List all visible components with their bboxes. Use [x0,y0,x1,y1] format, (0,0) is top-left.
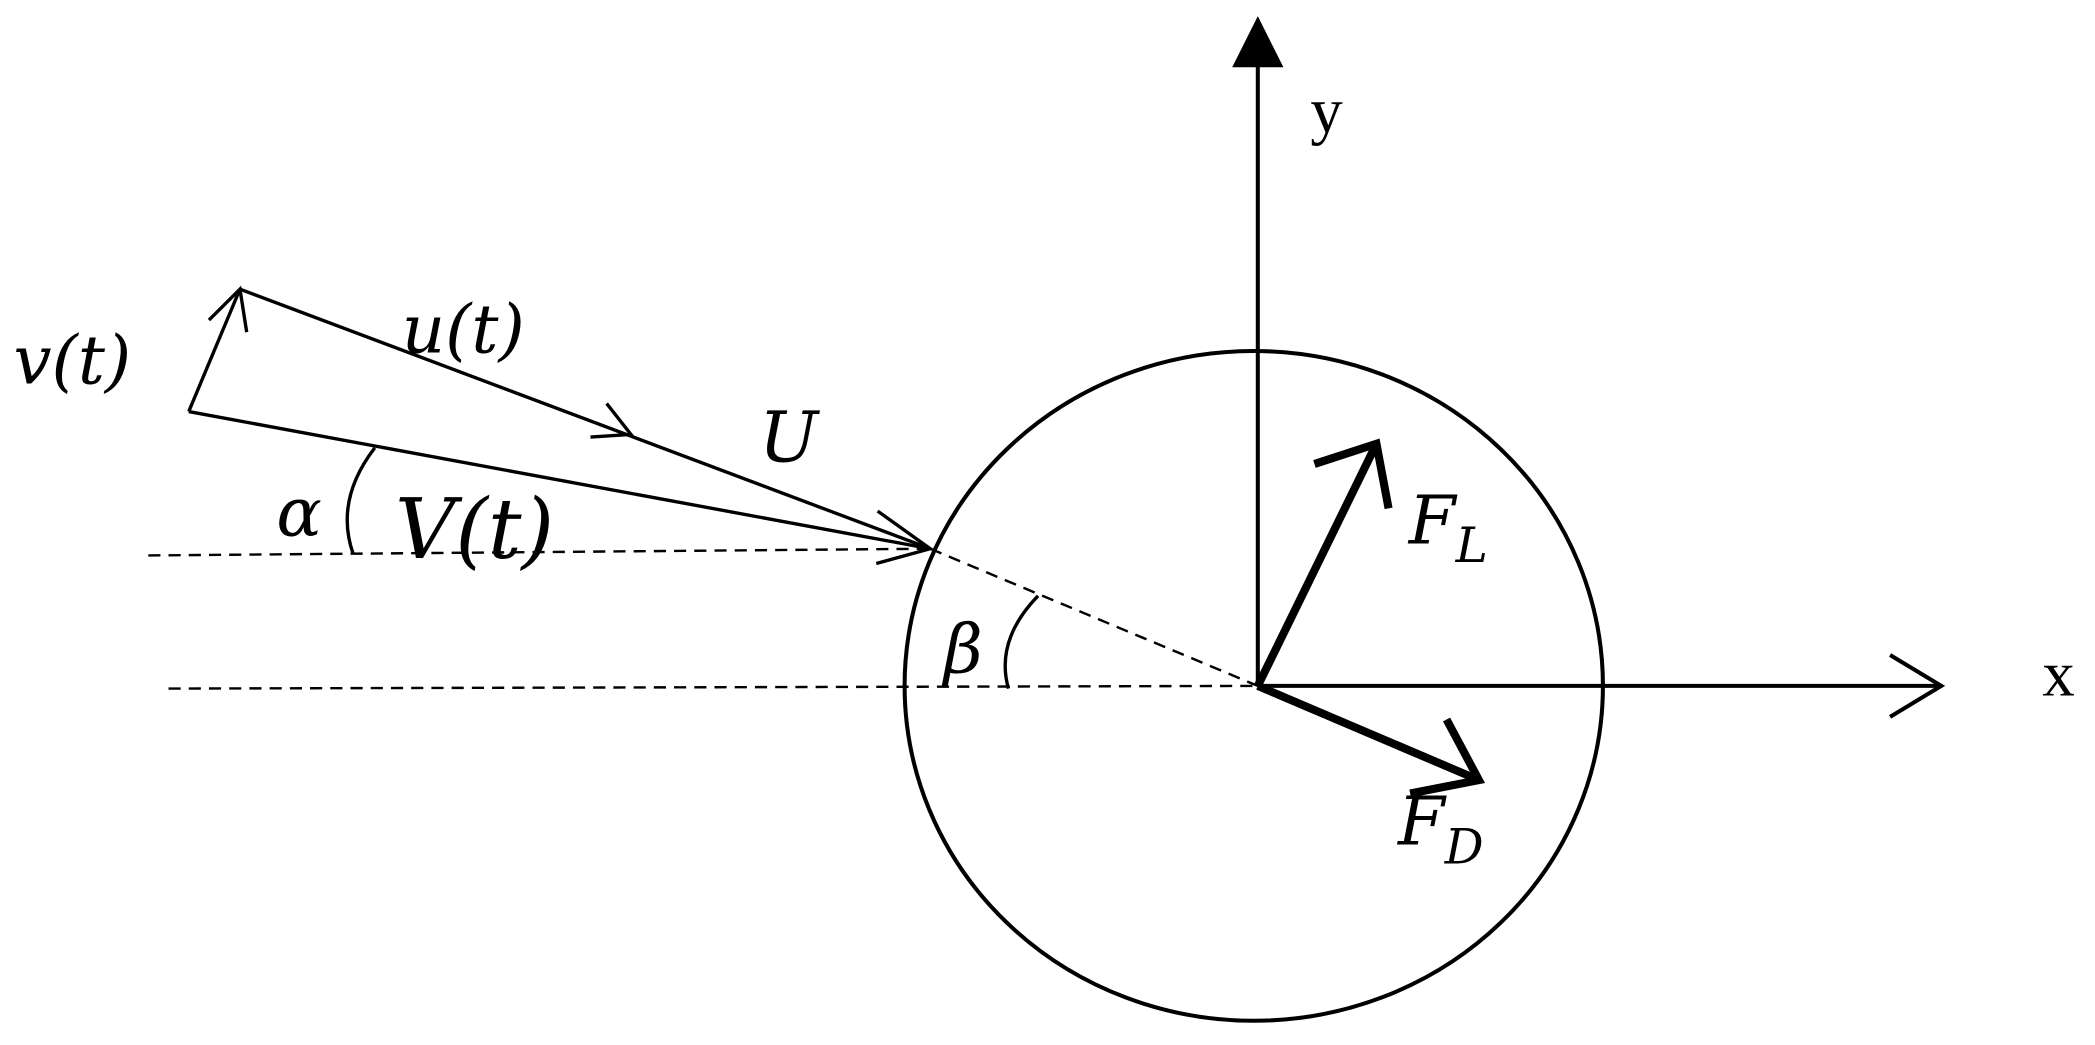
lift-force-label: FL [1407,481,1488,574]
upper-horizontal-dashed-line [148,547,931,557]
u-t-vector-line [239,287,931,551]
beta-label: β [941,611,983,689]
lower-horizontal-dashed-line [168,684,1254,690]
alpha-angle-arc [345,446,377,555]
v-t-vector-line [187,288,242,413]
lift-force-arrow-line [1254,442,1381,688]
V-t-label: V(t) [395,481,554,578]
U-label: U [759,396,820,478]
beta-angle-arc [1003,594,1040,690]
u-t-label: u(t) [402,290,525,368]
drag-force-arrowhead [1409,717,1486,798]
y-axis-arrowhead [1232,16,1284,68]
lift-force-label-subscript: L [1455,518,1488,574]
v-t-label: v(t) [13,321,131,399]
drag-force-label-main: F [1396,783,1447,861]
u-t-vector-midarrow [590,402,635,439]
drag-force-label-subscript: D [1444,819,1484,875]
lift-force-label-main: F [1407,481,1458,559]
y-axis-label: y [1310,74,1343,146]
x-axis-label: x [2042,637,2074,709]
v-t-vector-arrowhead [207,285,249,333]
V-t-vector-arrowhead [875,509,935,566]
lift-force-arrowhead [1313,438,1393,510]
V-t-vector-line [188,409,931,551]
x-axis-arrowhead [1889,653,1946,719]
alpha-label: α [276,473,322,551]
drag-force-arrow-line [1256,682,1481,784]
drag-force-label: FD [1396,783,1484,876]
